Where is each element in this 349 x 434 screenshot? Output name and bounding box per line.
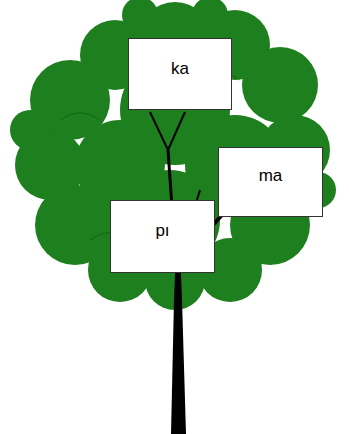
word-box: ma [218,147,323,217]
tree-canopy [10,0,336,310]
syllable-label: ma [219,166,322,186]
tree-trunk [150,112,222,434]
syllable-label: ka [129,59,231,79]
word-box: ka [128,38,232,110]
word-box: pı [110,200,215,273]
syllable-label: pı [111,221,214,241]
